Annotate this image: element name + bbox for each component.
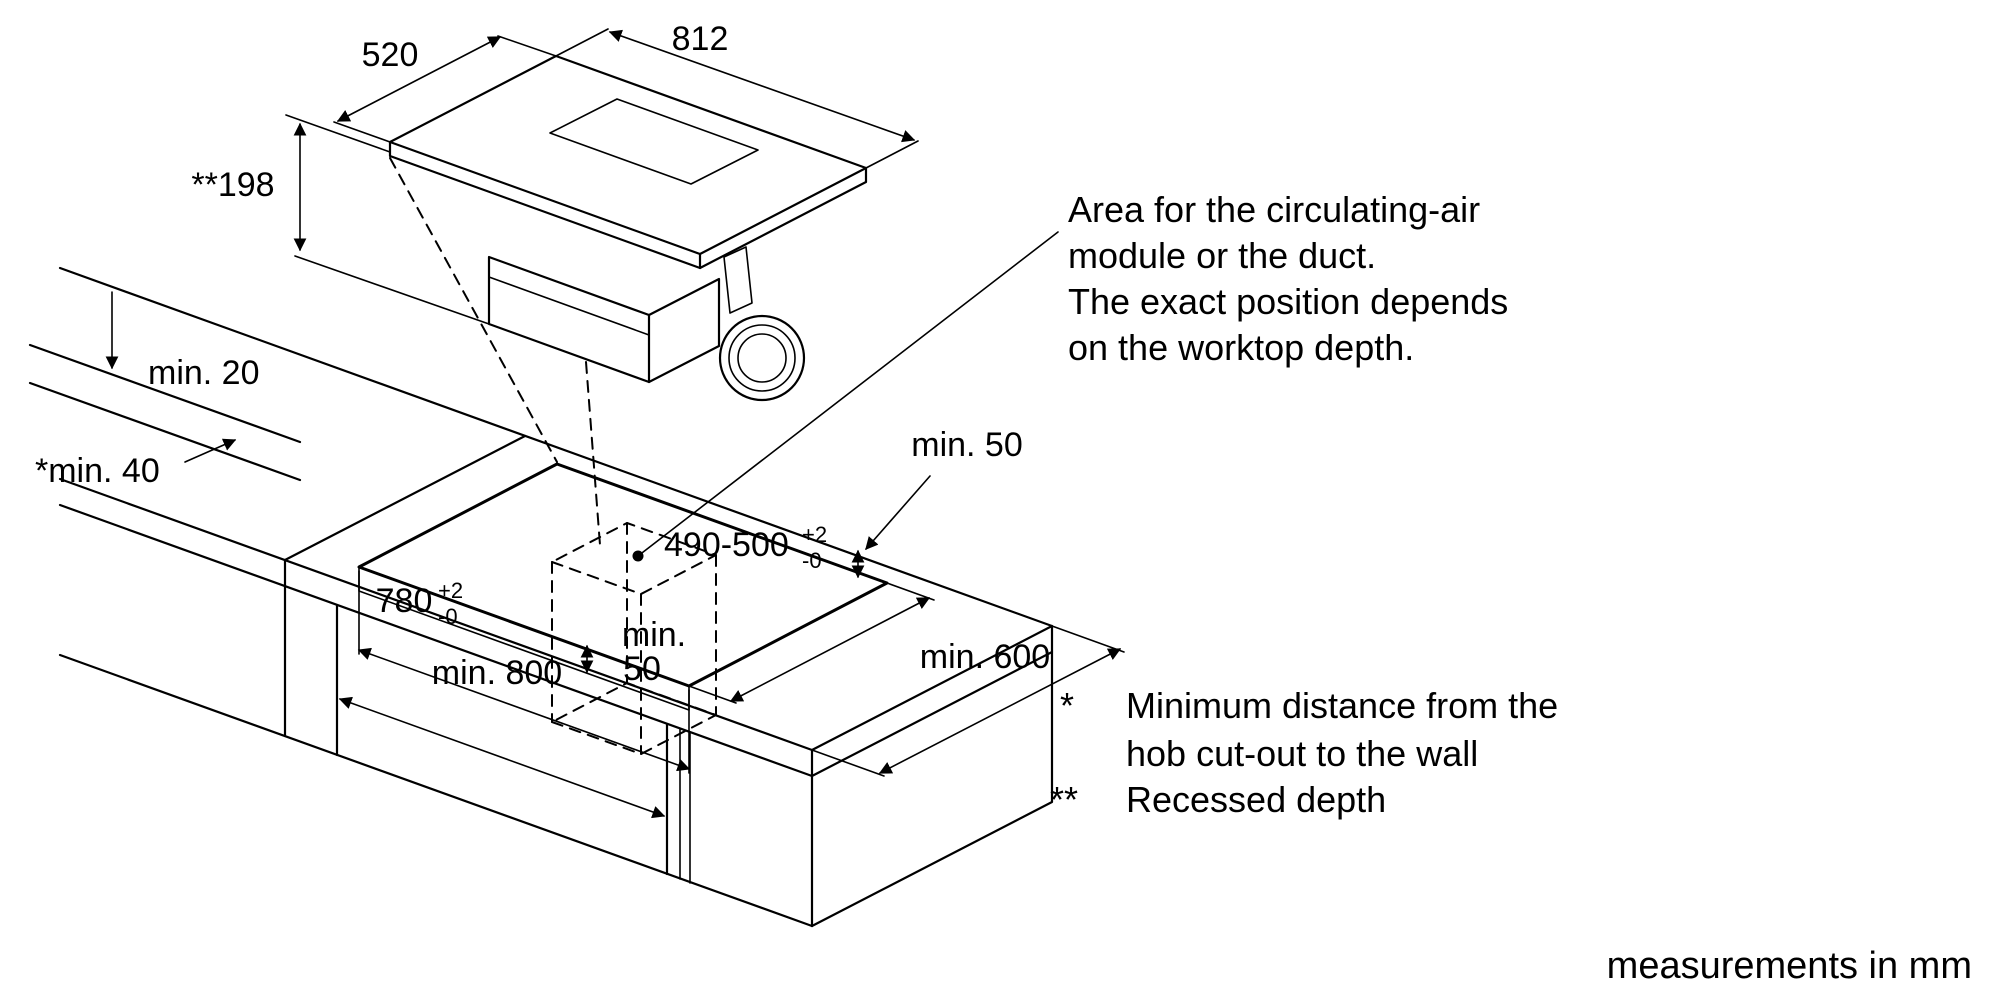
units-note: measurements in mm <box>1607 945 1972 987</box>
footnote-star-line2: hob cut-out to the wall <box>1126 733 1478 774</box>
note-leader <box>632 231 1059 562</box>
dim-hob-depth: 520 <box>333 35 557 143</box>
blower-outer-ring <box>718 314 806 402</box>
dim-back-clearance: min. 50 <box>851 426 1023 579</box>
dim-min50-back-label: min. 50 <box>911 426 1023 464</box>
area-note-line3: The exact position depends <box>1068 281 1508 322</box>
blower-mid-ring <box>728 324 796 392</box>
ventilation-module <box>487 246 806 402</box>
module-front-face <box>487 255 651 384</box>
dim-812-arrow <box>608 29 916 143</box>
dim-520-label: 520 <box>362 36 419 74</box>
dim-cabinet-width: min. 800 <box>338 654 666 819</box>
module-bracket <box>723 246 753 314</box>
footnote-star-line1: Minimum distance from the <box>1126 685 1558 726</box>
hob-to-cutout-guide <box>389 157 558 463</box>
dim-490-tolerance-sub: -0 <box>802 548 822 573</box>
module-detail-line <box>488 276 650 336</box>
dim-min50-front-label-line2: 50 <box>623 650 661 688</box>
dim-min800-arrow <box>338 696 666 819</box>
dim-min50-back-leader <box>865 475 931 550</box>
dim-490-tolerance-sup: +2 <box>802 522 827 547</box>
worktop-back-edge <box>58 266 1054 628</box>
dim-min600-extension-lines <box>811 625 1125 777</box>
dim-min50-front-label-line1: min. <box>622 616 686 654</box>
footnotes: * Minimum distance from the hob cut-out … <box>1050 685 1558 820</box>
dim-198-extension-lines <box>285 114 490 325</box>
note-leader-line <box>637 231 1059 557</box>
area-note-line1: Area for the circulating-air <box>1068 189 1480 230</box>
blower-inner-ring <box>737 333 787 383</box>
hob-vent-grille <box>549 98 759 185</box>
dim-780-tolerance-sub: -0 <box>438 604 458 629</box>
dim-520-extension-lines <box>333 35 557 143</box>
dim-worktop-depth: min. 600 <box>811 625 1125 777</box>
dim-min20-label: min. 20 <box>148 354 260 392</box>
dim-wall-gap: min. 20 <box>105 291 260 392</box>
wall-lines <box>28 343 302 482</box>
module-to-duct-guide <box>585 361 601 546</box>
dim-min40-arrow <box>184 438 237 463</box>
wall-line-inner <box>28 381 302 482</box>
dim-min600-arrow <box>878 648 1122 774</box>
dim-hob-width: 812 <box>555 20 919 169</box>
dim-780-tolerance-sup: +2 <box>438 578 463 603</box>
dim-cutout-depth: 490-500 +2 -0 <box>664 522 935 704</box>
dim-780-label: 780 <box>376 582 433 620</box>
hob-top-face <box>388 54 868 256</box>
area-note-line2: module or the duct. <box>1068 235 1376 276</box>
dim-front-clearance: min. 50 <box>580 616 686 688</box>
dim-490-label: 490-500 <box>664 526 789 564</box>
footnote-dstar-text: Recessed depth <box>1126 779 1386 820</box>
cabinet-right-end-face <box>810 650 1054 928</box>
module-side-face <box>647 277 721 384</box>
cabinet-bottom-edge <box>58 653 814 928</box>
dim-recessed-depth: **198 <box>191 114 490 325</box>
dim-198-label: **198 <box>191 166 274 204</box>
dim-min40-label: *min. 40 <box>35 452 160 490</box>
dim-520-arrow <box>336 36 502 122</box>
footnote-star-marker: * <box>1060 685 1074 726</box>
area-note: Area for the circulating-air module or t… <box>1068 189 1508 368</box>
dim-min600-label: min. 600 <box>920 638 1050 676</box>
dim-812-label: 812 <box>672 20 729 58</box>
footnote-dstar-marker: ** <box>1050 779 1078 820</box>
dim-812-extension-lines <box>555 28 919 169</box>
hob <box>388 54 868 270</box>
dim-min800-label: min. 800 <box>432 654 562 692</box>
dim-cutout-wall-gap: *min. 40 <box>35 438 237 490</box>
dim-490-arrow <box>729 597 931 702</box>
dim-490-extension-lines <box>688 582 935 704</box>
worktop-left-edge <box>283 434 527 562</box>
area-note-line4: on the worktop depth. <box>1068 327 1414 368</box>
wall-line-outer <box>28 343 302 444</box>
duct-bottom-face <box>551 682 717 755</box>
worktop <box>58 266 1054 778</box>
note-leader-dot <box>632 550 644 562</box>
